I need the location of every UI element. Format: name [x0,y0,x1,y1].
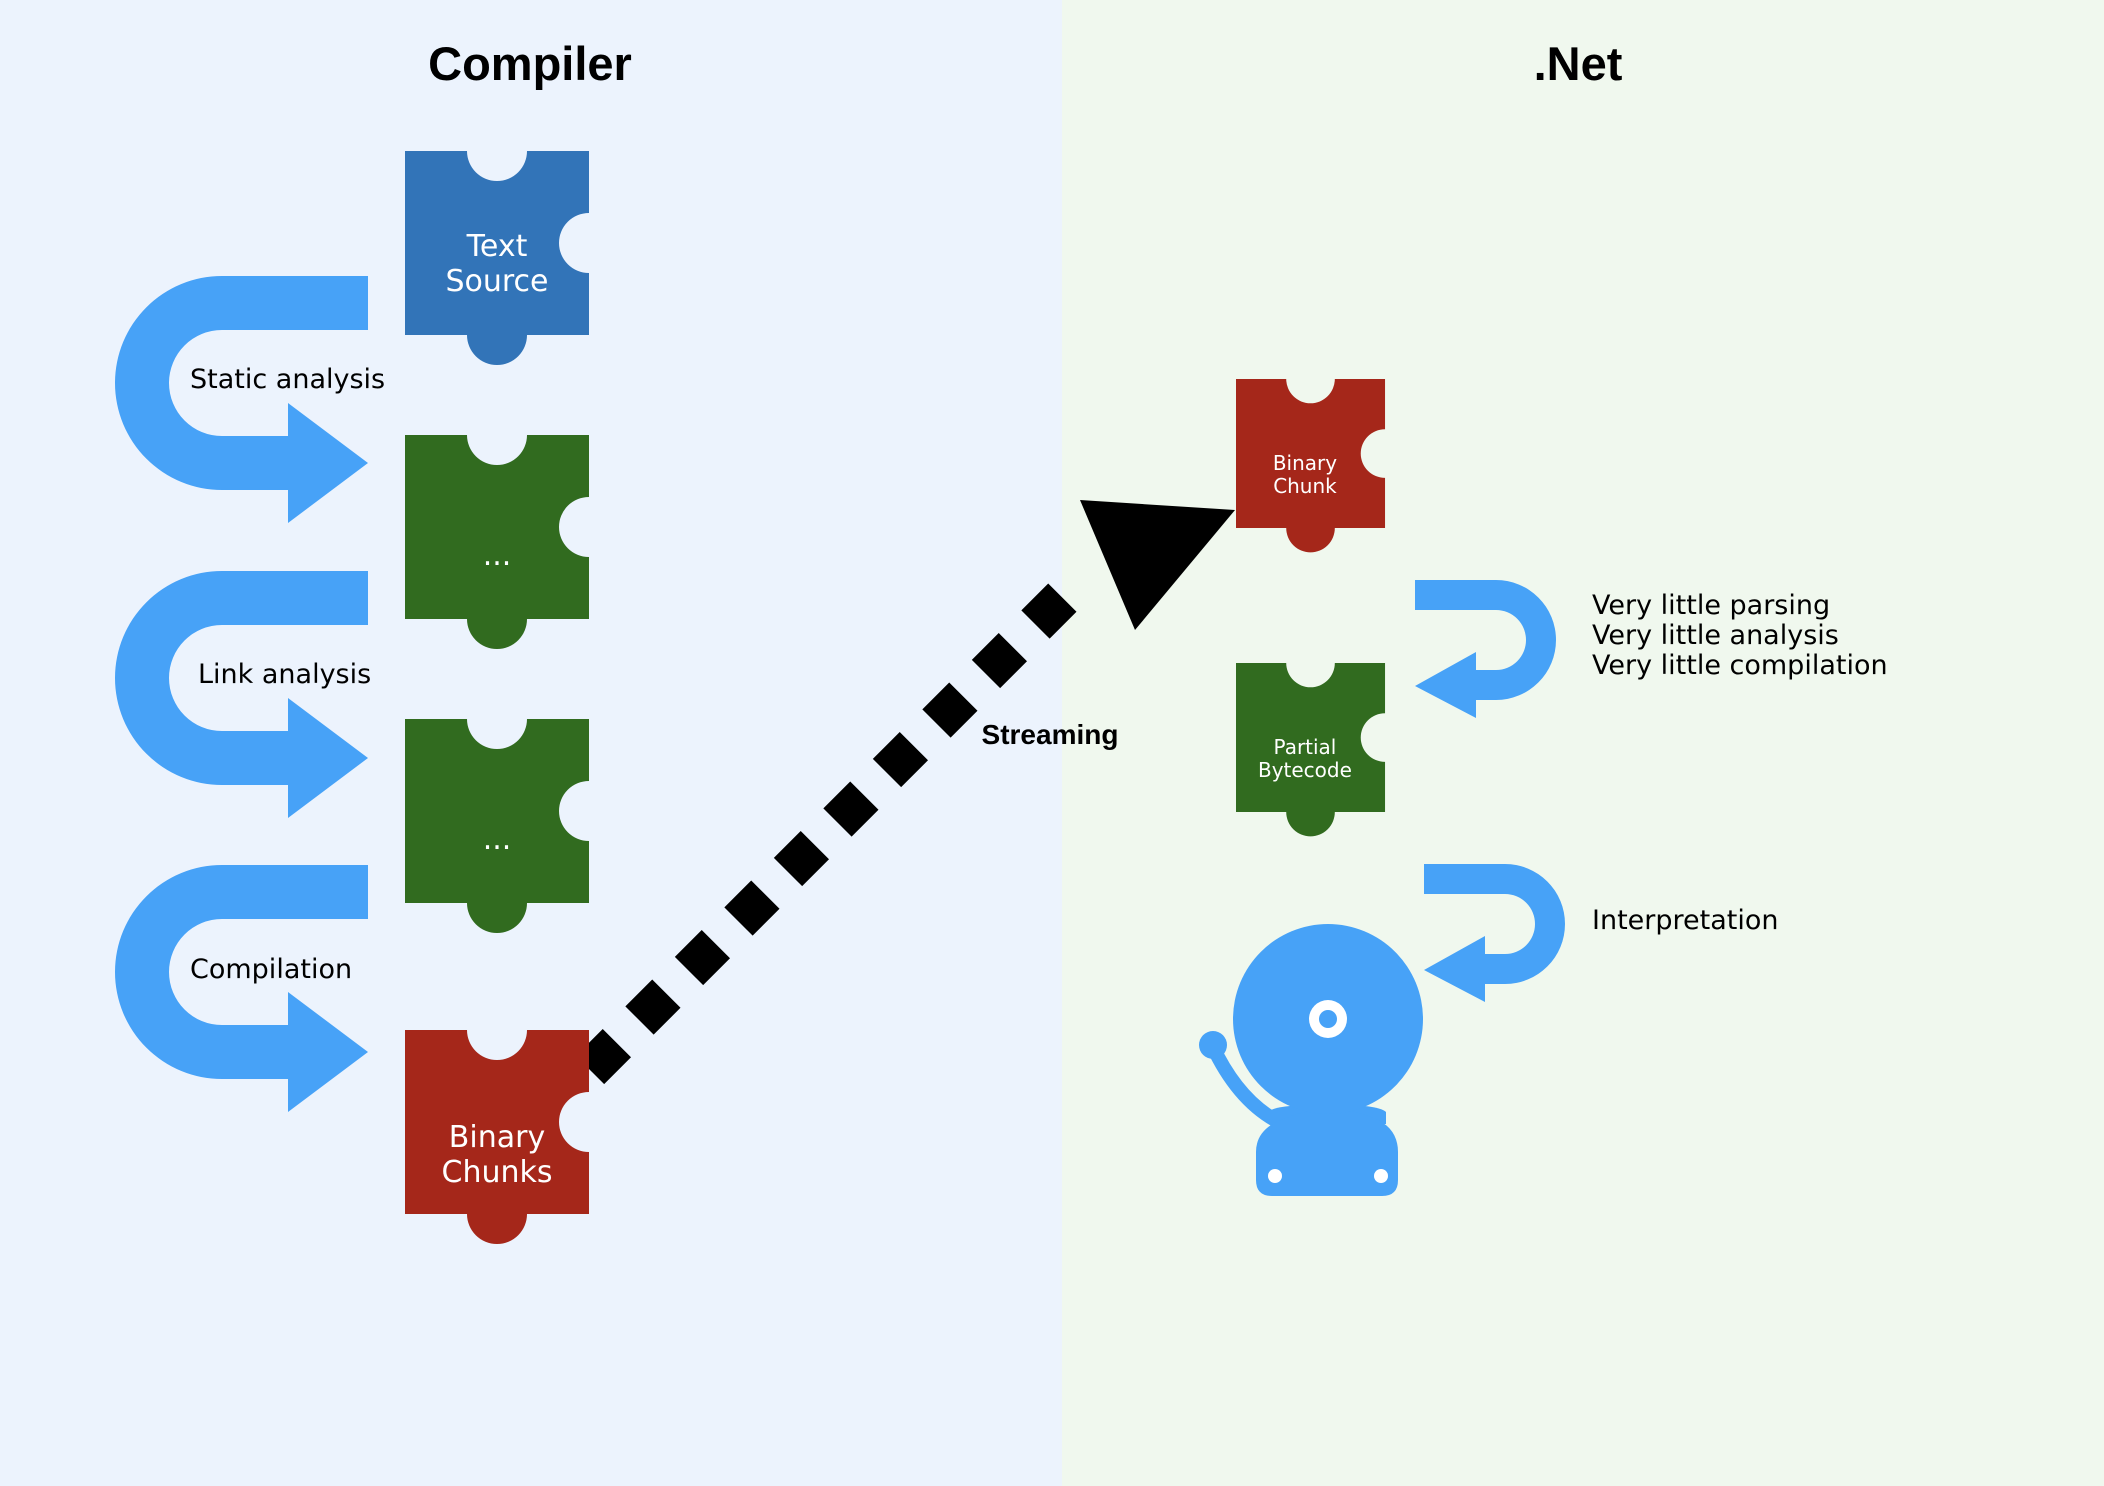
u-turn-arrow-icon [115,276,368,523]
u-turn-arrow-icon [115,571,368,818]
dashed-arrow-icon [575,500,1235,1085]
u-turn-arrow-icon [115,865,368,1112]
puzzle-piece-binary-chunk: Binary Chunk [1236,379,1386,553]
note-parsing: Very little parsing [1592,590,1830,621]
piece-label-line: Bytecode [1258,758,1352,782]
step-label-link-analysis: Link analysis [198,659,371,690]
step-label-compilation: Compilation [190,954,352,985]
u-turn-arrow-icon [1424,864,1565,1002]
streaming-label: Streaming [982,719,1119,750]
piece-label-line: Source [445,264,548,299]
step-label-static-analysis: Static analysis [190,364,385,395]
puzzle-piece-partial-bytecode: Partial Bytecode [1236,663,1386,837]
piece-label-line: ... [483,538,512,573]
piece-label-line: Chunk [1273,474,1337,498]
puzzle-piece-intermediate-2: ... [405,719,589,933]
piece-label-line: Binary [449,1120,545,1155]
piece-label-line: ... [483,822,512,857]
piece-label-line: Binary [1273,451,1337,475]
puzzle-piece-binary-chunks: Binary Chunks [405,1030,589,1244]
alarm-bell-icon [1199,924,1423,1196]
dotnet-panel [1062,0,2104,1486]
piece-label-line: Chunks [442,1155,553,1190]
piece-label-line: Partial [1274,735,1337,759]
note-compilation: Very little compilation [1592,650,1888,681]
puzzle-piece-text-source: Text Source [405,151,589,365]
puzzle-piece-intermediate-1: ... [405,435,589,649]
compiler-title: Compiler [428,37,632,90]
note-analysis: Very little analysis [1592,620,1839,651]
piece-label-line: Text [466,229,528,264]
u-turn-arrow-icon [1415,580,1556,718]
dotnet-title: .Net [1534,37,1623,90]
interpretation-label: Interpretation [1592,905,1778,936]
